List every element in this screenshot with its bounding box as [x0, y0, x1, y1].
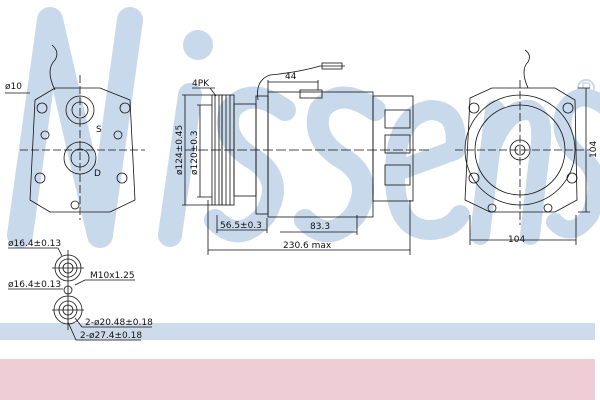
dim-83: 83.3: [310, 222, 330, 232]
dim-230: 230.6 max: [283, 241, 332, 251]
port-dia-274: 2-ø27.4±0.18: [80, 331, 142, 341]
dim-56: 56.5±0.3: [220, 221, 262, 231]
belt-label: 4PK: [192, 79, 210, 89]
port-detail: ø16.4±0.13 ø16.4±0.13 M10x1.25 2-ø20.48±…: [8, 239, 153, 341]
side-view: ø124±0.45 ø120±0.3 4PK 44 56.5±0.3 83.3 …: [175, 62, 430, 255]
dia-124: ø124±0.45: [175, 125, 185, 175]
mark-s: S: [96, 125, 102, 135]
rear-view: 104 104: [455, 49, 599, 245]
pink-band: [0, 359, 595, 400]
front-dia-label: ø10: [5, 82, 22, 92]
rear-height: 104: [589, 141, 599, 158]
port-dia-top: ø16.4±0.13: [8, 239, 61, 249]
port-dia-mid: ø16.4±0.13: [8, 280, 61, 290]
port-thread: M10x1.25: [90, 271, 135, 281]
port-dia-2048: 2-ø20.48±0.18: [85, 318, 153, 328]
dim-44: 44: [285, 72, 297, 82]
mark-d: D: [94, 169, 101, 179]
front-view: ø10 S D: [5, 44, 145, 220]
dia-120: ø120±0.3: [190, 130, 200, 175]
rear-width: 104: [508, 235, 525, 245]
